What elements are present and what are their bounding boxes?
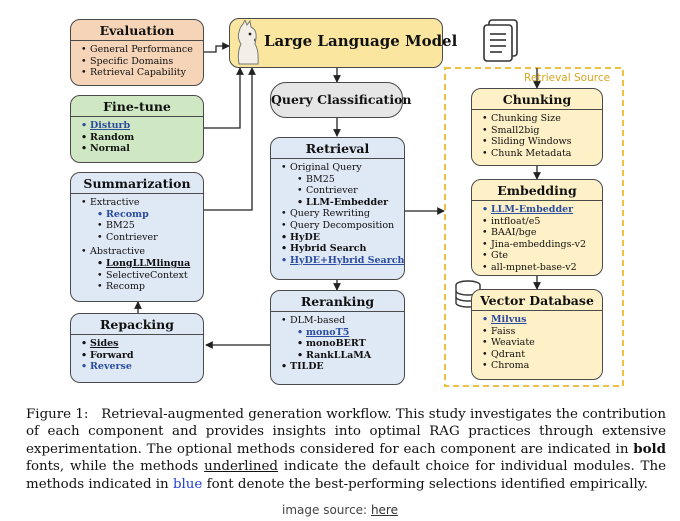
chunking-item: Chunking Size	[482, 113, 596, 125]
finetune-box: Fine-tune Disturb Random Normal	[70, 95, 204, 163]
chunking-item: Small2big	[482, 125, 596, 137]
retrieval-item: Contriever	[297, 185, 398, 197]
reranking-item: monoT5	[297, 327, 398, 339]
retrieval-item: Query Rewriting	[281, 208, 398, 220]
repacking-title: Repacking	[71, 314, 203, 335]
arrow-finetune-llm	[204, 67, 244, 129]
embedding-item: Jina-embeddings-v2	[482, 239, 596, 251]
summarization-item: Recomp	[97, 281, 197, 293]
embedding-item: intfloat/e5	[482, 216, 596, 228]
chunking-item: Chunk Metadata	[482, 148, 596, 160]
reranking-item: monoBERT	[297, 338, 398, 350]
caption-text: Retrieval-augmented generation workflow.…	[26, 407, 666, 457]
caption-blue-word: blue	[172, 476, 203, 492]
summarization-item: SelectiveContext	[97, 270, 197, 282]
vector-database-item: Milvus	[482, 314, 596, 326]
retrieval-original-query: Original Query	[281, 162, 398, 174]
reranking-dlm: DLM-based	[281, 315, 398, 327]
embedding-item: Gte	[482, 250, 596, 262]
image-source-label: image source:	[282, 503, 368, 517]
vector-database-item: Qdrant	[482, 349, 596, 361]
summarization-abstractive: Abstractive	[81, 246, 197, 258]
retrieval-title: Retrieval	[271, 138, 404, 159]
retrieval-item: HyDE+Hybrid Search	[281, 255, 404, 267]
evaluation-item: General Performance	[81, 44, 197, 56]
retrieval-item: HyDE	[281, 232, 398, 244]
retrieval-box: Retrieval Original Query BM25 Contriever…	[270, 137, 405, 280]
finetune-item: Normal	[81, 143, 197, 155]
llama-icon	[237, 20, 259, 65]
repacking-item: Sides	[81, 338, 197, 350]
reranking-item: TILDE	[281, 361, 398, 373]
chunking-box: Chunking Chunking Size Small2big Sliding…	[471, 88, 603, 166]
retrieval-source-frame	[444, 67, 624, 387]
retrieval-item: Hybrid Search	[281, 243, 398, 255]
caption-bold-word: bold	[633, 440, 666, 457]
summarization-item: Contriever	[97, 232, 197, 244]
llm-title: Large Language Model	[264, 32, 458, 50]
repacking-item: Forward	[81, 350, 197, 362]
embedding-box: Embedding LLM-Embedder intfloat/e5 BAAI/…	[471, 179, 603, 276]
repacking-box: Repacking Sides Forward Reverse	[70, 313, 204, 383]
arrow-evaluation-llm	[204, 42, 230, 53]
reranking-item: RankLLaMA	[297, 350, 398, 362]
finetune-title: Fine-tune	[71, 96, 203, 117]
chunking-item: Sliding Windows	[482, 136, 596, 148]
retrieval-item: LLM-Embedder	[297, 197, 398, 209]
embedding-item: BAAI/bge	[482, 227, 596, 239]
caption-text: indicate the default choice for individu…	[26, 459, 667, 492]
query-classification-title: Query Classification	[271, 92, 412, 107]
evaluation-box: Evaluation General Performance Specific …	[70, 19, 204, 86]
vector-database-item: Weaviate	[482, 337, 596, 349]
reranking-title: Reranking	[271, 291, 404, 312]
summarization-item: BM25	[97, 220, 197, 232]
finetune-item: Random	[81, 132, 197, 144]
retrieval-source-label: Retrieval Source	[524, 72, 611, 84]
vector-database-box: Vector Database Milvus Faiss Weaviate Qd…	[471, 289, 603, 380]
caption-text: font denote the best-performing selectio…	[206, 476, 648, 492]
summarization-item: LongLLMlingua	[97, 258, 197, 270]
reranking-box: Reranking DLM-based monoT5 monoBERT Rank…	[270, 290, 405, 385]
caption-text: fonts, while the methods	[26, 459, 199, 475]
embedding-title: Embedding	[472, 180, 602, 201]
image-source: image source: here	[0, 503, 680, 517]
caption-underlined-word: underlined	[204, 459, 278, 475]
summarization-extractive: Extractive	[81, 197, 197, 209]
repacking-item: Reverse	[81, 361, 197, 373]
retrieval-item: Query Decomposition	[281, 220, 398, 232]
vector-database-item: Faiss	[482, 326, 596, 338]
summarization-title: Summarization	[71, 173, 203, 194]
embedding-item: all-mpnet-base-v2	[482, 262, 596, 274]
retrieval-item: BM25	[297, 174, 398, 186]
finetune-item: Disturb	[81, 120, 197, 132]
evaluation-item: Retrieval Capability	[81, 67, 197, 79]
summarization-box: Summarization Extractive Recomp BM25 Con…	[70, 172, 204, 302]
summarization-item: Recomp	[97, 209, 197, 221]
vector-database-item: Chroma	[482, 360, 596, 372]
chunking-title: Chunking	[472, 89, 602, 110]
arrow-summarization-llm	[204, 67, 256, 211]
caption-prefix: Figure 1:	[26, 407, 89, 422]
image-source-link[interactable]: here	[370, 503, 398, 517]
evaluation-item: Specific Domains	[81, 56, 197, 68]
document-icon	[483, 19, 518, 62]
query-classification-box: Query Classification	[270, 82, 412, 118]
embedding-item: LLM-Embedder	[482, 204, 596, 216]
workflow-arrows	[134, 19, 624, 387]
vector-database-title: Vector Database	[472, 290, 602, 311]
llm-box: Large Language Model	[229, 18, 457, 68]
evaluation-title: Evaluation	[71, 20, 203, 41]
figure-caption: Figure 1: Retrieval-augmented generation…	[26, 406, 666, 493]
